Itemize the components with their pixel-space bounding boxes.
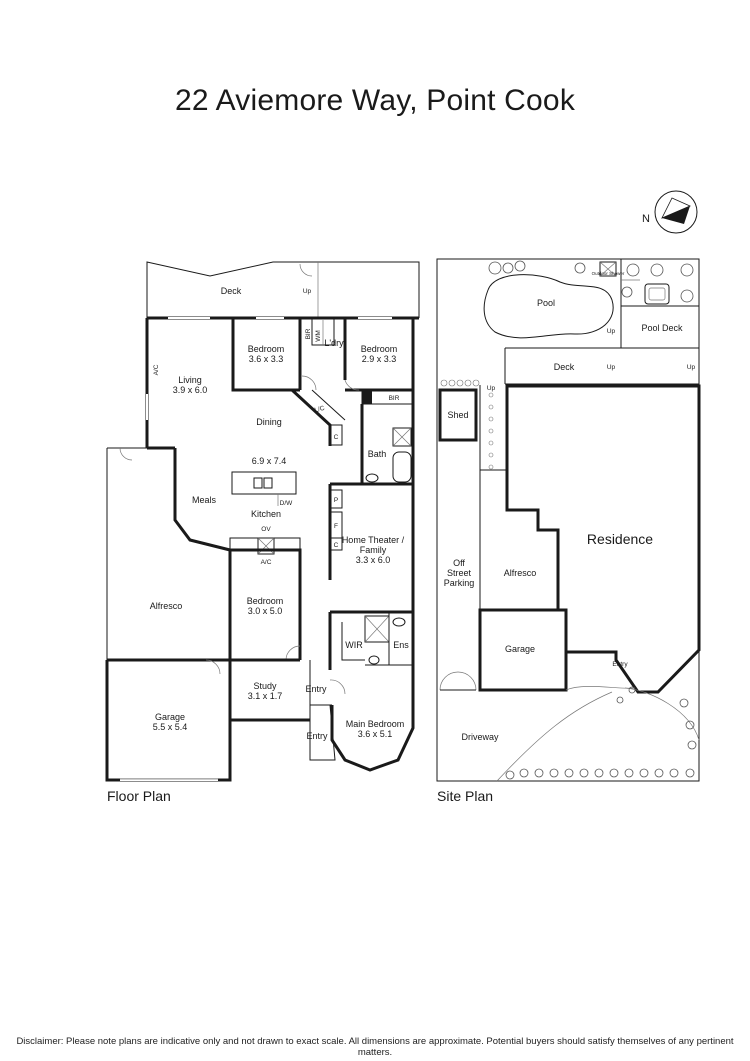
compass-icon: N — [642, 190, 698, 234]
site-plan-caption: Site Plan — [437, 788, 494, 804]
sp-up-c-label: Up — [687, 364, 696, 371]
sp-up-d-label: Up — [487, 385, 496, 392]
floor-plan-caption: Floor Plan — [107, 788, 171, 804]
page-title: 22 Aviemore Way, Point Cook — [174, 84, 576, 117]
fp-living-dim: 3.9 x 6.0 — [173, 385, 208, 395]
fp-ens-label: Ens — [393, 640, 409, 650]
sp-outdoor-shower-label: Outdoor Shower — [592, 271, 625, 276]
fp-up-label: Up — [303, 288, 312, 295]
fp-laundry-label: L'dry — [324, 338, 344, 348]
site-boundary — [436, 258, 700, 782]
fp-bedroom3-name: Bedroom — [361, 344, 398, 354]
sp-off-street-label-2: Street — [447, 568, 472, 578]
fp-dining-label: Dining — [256, 417, 282, 427]
site-garage-outline — [478, 608, 568, 692]
fp-ac1-label: A/C — [153, 364, 160, 375]
sp-driveway-label: Driveway — [461, 732, 499, 742]
fp-meals-label: Meals — [192, 495, 217, 505]
fp-main-bed-dim: 3.6 x 5.1 — [358, 729, 393, 739]
fp-deck-label: Deck — [221, 286, 242, 296]
sp-pool-deck-label: Pool Deck — [641, 323, 683, 333]
site-plan-labels: Outdoor Shower Pool Pool Deck Up Up Up U… — [444, 271, 696, 742]
fp-lc-label: L/C — [314, 405, 326, 414]
fp-p-label: P — [334, 497, 338, 504]
fp-main-bed-name: Main Bedroom — [346, 719, 405, 729]
fp-study-dim: 3.1 x 1.7 — [248, 691, 283, 701]
sp-up-b-label: Up — [607, 364, 616, 371]
sp-entry-label: Entry — [612, 661, 628, 668]
fp-ov-label: OV — [261, 526, 271, 533]
deck-outline — [146, 261, 420, 318]
fp-bedroom4-dim: 3.0 x 5.0 — [248, 606, 283, 616]
fp-theater-name1: Home Theater / — [342, 535, 405, 545]
fp-dining-dim: 6.9 x 7.4 — [252, 456, 287, 466]
fp-dw-label: D/W — [280, 500, 294, 507]
fp-f-label: F — [334, 523, 338, 530]
sp-garage-label: Garage — [505, 644, 535, 654]
fp-c1-label: C — [334, 434, 339, 441]
fp-study-name: Study — [253, 681, 277, 691]
fp-bedroom2-name: Bedroom — [248, 344, 285, 354]
sp-shed-label: Shed — [447, 410, 468, 420]
fp-garage-name: Garage — [155, 712, 185, 722]
fp-kitchen-label: Kitchen — [251, 509, 281, 519]
fp-ac2-label: A/C — [261, 559, 272, 566]
sp-deck-label: Deck — [554, 362, 575, 372]
shed-outline — [438, 388, 478, 442]
fp-bath-label: Bath — [368, 449, 387, 459]
fp-bir2-label: BIR — [389, 395, 400, 402]
fp-bedroom4-name: Bedroom — [247, 596, 284, 606]
site-plan — [436, 258, 701, 782]
fp-bedroom2-dim: 3.6 x 3.3 — [249, 354, 284, 364]
fp-theater-name2: Family — [360, 545, 387, 555]
floor-plan-labels: Deck Up Bedroom 3.6 x 3.3 BIR WM L'dry B… — [150, 286, 410, 741]
pool-shape — [483, 274, 614, 339]
fp-garage-dim: 5.5 x 5.4 — [153, 722, 188, 732]
sp-off-street-label-3: Parking — [444, 578, 475, 588]
fp-wm-label: WM — [315, 330, 322, 342]
sp-residence-label: Residence — [587, 531, 653, 547]
fp-c2-label: C — [334, 542, 339, 549]
fp-theater-dim: 3.3 x 6.0 — [356, 555, 391, 565]
fp-entry2-label: Entry — [306, 731, 328, 741]
fp-bir1-label: BIR — [305, 328, 312, 339]
sp-off-street-label-1: Off — [453, 558, 465, 568]
fp-entry1-label: Entry — [305, 684, 327, 694]
fp-bedroom3-dim: 2.9 x 3.3 — [362, 354, 397, 364]
floor-plan — [105, 261, 420, 782]
sp-pool-label: Pool — [537, 298, 555, 308]
sp-up-a-label: Up — [607, 328, 616, 335]
sp-alfresco-label: Alfresco — [504, 568, 537, 578]
fp-alfresco-label: Alfresco — [150, 601, 183, 611]
fp-living-name: Living — [178, 375, 202, 385]
fp-wir-label: WIR — [345, 640, 363, 650]
disclaimer-text: Disclaimer: Please note plans are indica… — [16, 1036, 734, 1058]
compass-north-label: N — [642, 213, 650, 225]
